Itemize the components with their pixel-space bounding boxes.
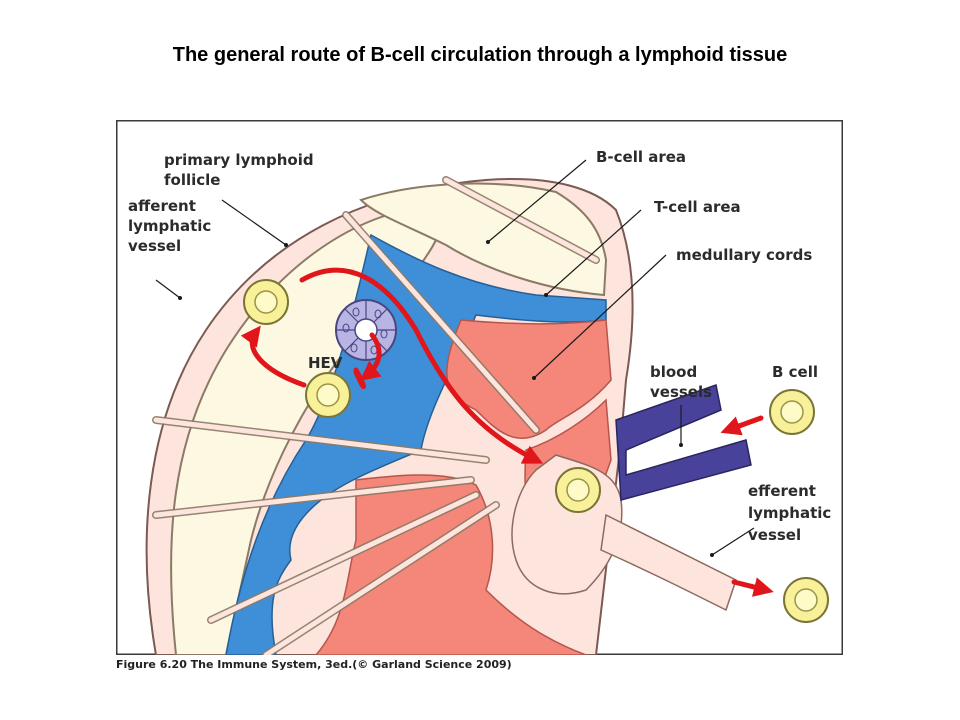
label-blood-2: vessels: [650, 383, 712, 401]
blood-vessels: [615, 384, 752, 501]
arrow-hev-to-follicle: [353, 367, 366, 389]
b-cell-area-region: [359, 182, 608, 297]
label-efferent-3: vessel: [748, 526, 801, 544]
label-medullary-cords: medullary cords: [676, 246, 812, 264]
label-b-cell-area: B-cell area: [596, 148, 686, 166]
arrow-b-cell-entering: [720, 415, 764, 436]
arrow-to-lower-cell: [359, 332, 382, 381]
leader-lines: [155, 159, 755, 556]
label-afferent-3: vessel: [128, 237, 181, 255]
arrow-across-node: [299, 267, 544, 464]
label-primary-follicle-2: follicle: [164, 171, 220, 189]
medullary-cords-lower: [315, 474, 587, 655]
label-afferent-2: lymphatic: [128, 217, 211, 235]
page-title: The general route of B-cell circulation …: [172, 44, 788, 66]
label-blood-1: blood: [650, 363, 697, 381]
label-primary-follicle-1: primary lymphoid: [164, 151, 314, 169]
label-b-cell: B cell: [772, 363, 818, 381]
b-cells: [243, 279, 829, 623]
label-efferent-1: efferent: [748, 482, 816, 500]
figure-caption: Figure 6.20 The Immune System, 3ed.(© Ga…: [116, 658, 512, 671]
hev: [335, 299, 397, 361]
arrow-b-cell-leaving: [731, 577, 774, 597]
label-hev: HEV: [308, 354, 343, 372]
arrow-follicle-loop: [240, 325, 307, 388]
label-efferent-2: lymphatic: [748, 504, 831, 522]
label-t-cell-area: T-cell area: [654, 198, 741, 216]
label-afferent-1: afferent: [128, 197, 196, 215]
lymph-node-diagram: primary lymphoid follicle afferent lymph…: [116, 120, 843, 655]
migration-arrows: [240, 267, 774, 597]
efferent-lymphatic-vessel: [600, 513, 737, 612]
